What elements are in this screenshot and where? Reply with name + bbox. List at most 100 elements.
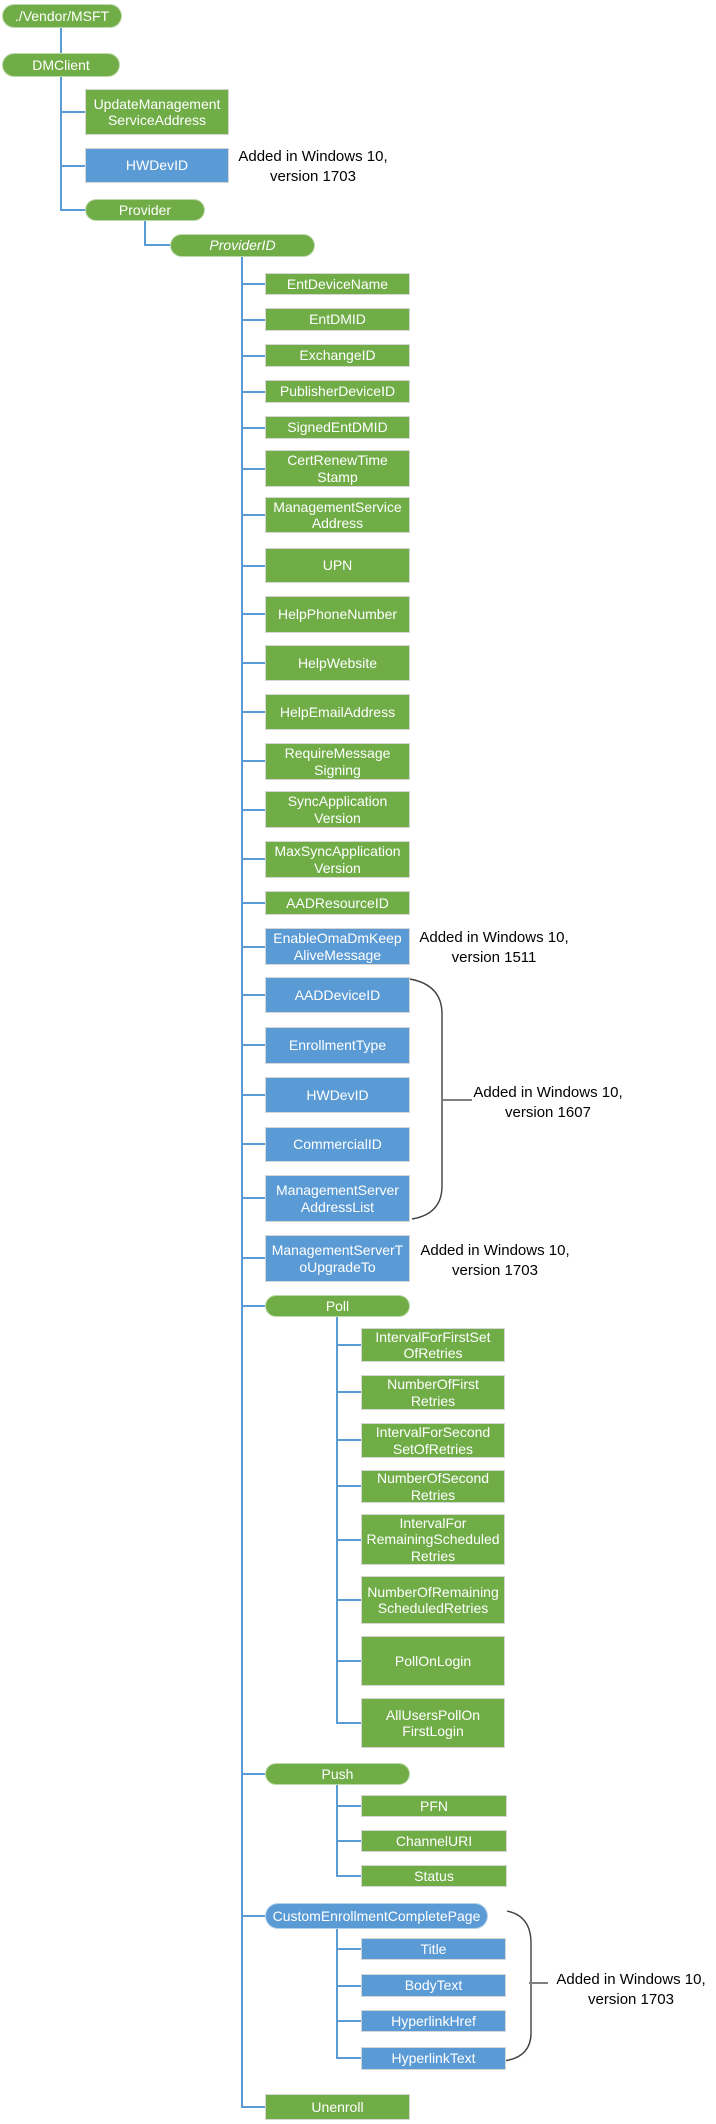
helpwebsite-label-line: HelpWebsite	[297, 654, 378, 671]
exchangeid-node: ExchangeID	[265, 344, 410, 367]
providerid-trunk-connector	[241, 257, 265, 2108]
channeluri-label-line: ChannelURI	[395, 1832, 473, 1849]
intervalforsecondsetofretries-label-line: IntervalForSecond	[375, 1424, 491, 1440]
entdmid-label-line: EntDMID	[309, 311, 366, 328]
syncapplicationversion-label-line: Version	[314, 809, 361, 826]
vendor-msft-node: ./Vendor/MSFT	[2, 4, 122, 28]
aadresourceid-label-line: AADResourceID	[286, 894, 389, 911]
alluserspollonfirstlogin-label-line: AllUsersPollOn	[385, 1706, 481, 1723]
upn-node: UPN	[265, 548, 410, 583]
hyperlinkhref-node: HyperlinkHref	[361, 2010, 506, 2032]
hwdevid-dmclient-label-line: HWDevID	[125, 157, 189, 174]
note-group-1607-line: Added in Windows 10,	[473, 1084, 623, 1101]
numberofremainingscheduledretries-label-line: ScheduledRetries	[377, 1600, 489, 1616]
note-keepalive-1511-line: version 1511	[451, 949, 537, 966]
entdevicename-label-line: EntDeviceName	[286, 275, 389, 292]
note-upgradeto-1703-line: version 1703	[452, 1262, 538, 1279]
intervalforremainingscheduledretries-label-line: RemainingScheduled	[366, 1531, 500, 1548]
upn-label-line: UPN	[322, 557, 353, 574]
updatemanagementserviceaddress-label-line: UpdateManagement	[93, 95, 221, 112]
poll-label-line: Poll	[325, 1297, 350, 1314]
numberofsecondretries-label-line: NumberOfSecond	[376, 1470, 490, 1486]
commercialid-label-line: CommercialID	[293, 1136, 382, 1153]
providerid-node: ProviderID	[170, 234, 315, 257]
requiremessagesigning-label-line: RequireMessage	[284, 745, 391, 761]
managementserveraddresslist-label-line: ManagementServer	[276, 1182, 399, 1198]
note-hwdevid-1703-line: version 1703	[270, 168, 356, 185]
syncapplicationversion-label-line: SyncApplication	[287, 793, 388, 809]
intervalforsecondsetofretries-label-line: SetOfRetries	[392, 1440, 474, 1457]
managementservertoupgradeto-label-line: oUpgradeTo	[299, 1258, 376, 1275]
enableomadmkeepalivemessage-label-line: AliveMessage	[293, 946, 382, 963]
helpwebsite-node: HelpWebsite	[265, 645, 410, 681]
hyperlinktext-node: HyperlinkText	[361, 2047, 506, 2070]
managementserveraddresslist-label-line: AddressList	[300, 1198, 375, 1215]
helpphonenumber-label-line: HelpPhoneNumber	[277, 606, 398, 623]
numberofsecondretries-label-line: Retries	[410, 1486, 456, 1503]
pfn-node: PFN	[361, 1795, 507, 1817]
intervalforfirstsetofretries-label-line: IntervalForFirstSet	[375, 1328, 491, 1345]
hwdevid-dmclient-node: HWDevID	[85, 148, 229, 183]
pfn-label-line: PFN	[420, 1797, 448, 1814]
push-node: Push	[265, 1763, 410, 1785]
note-hwdevid-1703-line: Added in Windows 10,	[238, 148, 388, 165]
intervalforremainingscheduledretries-label-line: IntervalFor	[399, 1514, 467, 1531]
commercialid-node: CommercialID	[265, 1127, 410, 1162]
pollonlogin-label-line: PollOnLogin	[394, 1652, 472, 1669]
hyperlinkhref-label-line: HyperlinkHref	[391, 2012, 476, 2029]
enrollmenttype-label-line: EnrollmentType	[288, 1037, 387, 1054]
channeluri-node: ChannelURI	[361, 1830, 507, 1852]
aaddeviceid-node: AADDeviceID	[265, 977, 410, 1013]
push-label-line: Push	[321, 1765, 354, 1782]
brace-version-1607	[409, 978, 443, 1220]
entdmid-node: EntDMID	[265, 308, 410, 331]
status-label-line: Status	[414, 1867, 454, 1884]
maxsyncapplicationversion-label-line: MaxSyncApplication	[274, 843, 401, 859]
enableomadmkeepalivemessage-label-line: EnableOmaDmKeep	[273, 930, 402, 946]
alluserspollonfirstlogin-label-line: FirstLogin	[402, 1723, 464, 1739]
poll-node: Poll	[265, 1295, 410, 1317]
unenroll-label-line: Unenroll	[311, 2098, 364, 2115]
pollonlogin-node: PollOnLogin	[361, 1636, 505, 1686]
title-node: Title	[361, 1938, 506, 1960]
hwdevid-provider-node: HWDevID	[265, 1077, 410, 1113]
unenroll-node: Unenroll	[265, 2094, 410, 2120]
numberoffirstretries-label-line: NumberOfFirst	[387, 1376, 479, 1392]
signedentdmid-label-line: SignedEntDMID	[287, 419, 388, 436]
note-group-1607-line: version 1607	[505, 1104, 591, 1121]
hyperlinktext-label-line: HyperlinkText	[391, 2050, 476, 2067]
numberoffirstretries-label-line: Retries	[410, 1392, 456, 1409]
numberofremainingscheduledretries-label-line: NumberOfRemaining	[367, 1583, 499, 1600]
updatemanagementserviceaddress-label-line: ServiceAddress	[107, 112, 207, 128]
certrenewtimestamp-label-line: Stamp	[317, 468, 358, 485]
certrenewtimestamp-label-line: CertRenewTime	[287, 452, 388, 468]
provider-label-line: Provider	[118, 201, 172, 218]
note-keepalive-1511: Added in Windows 10,version 1511	[419, 928, 568, 968]
helpemailaddress-node: HelpEmailAddress	[265, 694, 410, 730]
push-trunk-connector	[336, 1785, 361, 1877]
bodytext-node: BodyText	[361, 1974, 506, 1997]
exchangeid-label-line: ExchangeID	[299, 347, 376, 364]
entdevicename-node: EntDeviceName	[265, 273, 410, 295]
intervalforfirstsetofretries-label-line: OfRetries	[403, 1345, 463, 1361]
brace-version-1703	[503, 1910, 532, 2062]
requiremessagesigning-label-line: Signing	[314, 761, 361, 778]
poll-trunk-connector	[336, 1317, 361, 1724]
status-node: Status	[361, 1865, 507, 1887]
dmclient-label-line: DMClient	[32, 56, 90, 73]
helpemailaddress-label-line: HelpEmailAddress	[279, 703, 396, 720]
